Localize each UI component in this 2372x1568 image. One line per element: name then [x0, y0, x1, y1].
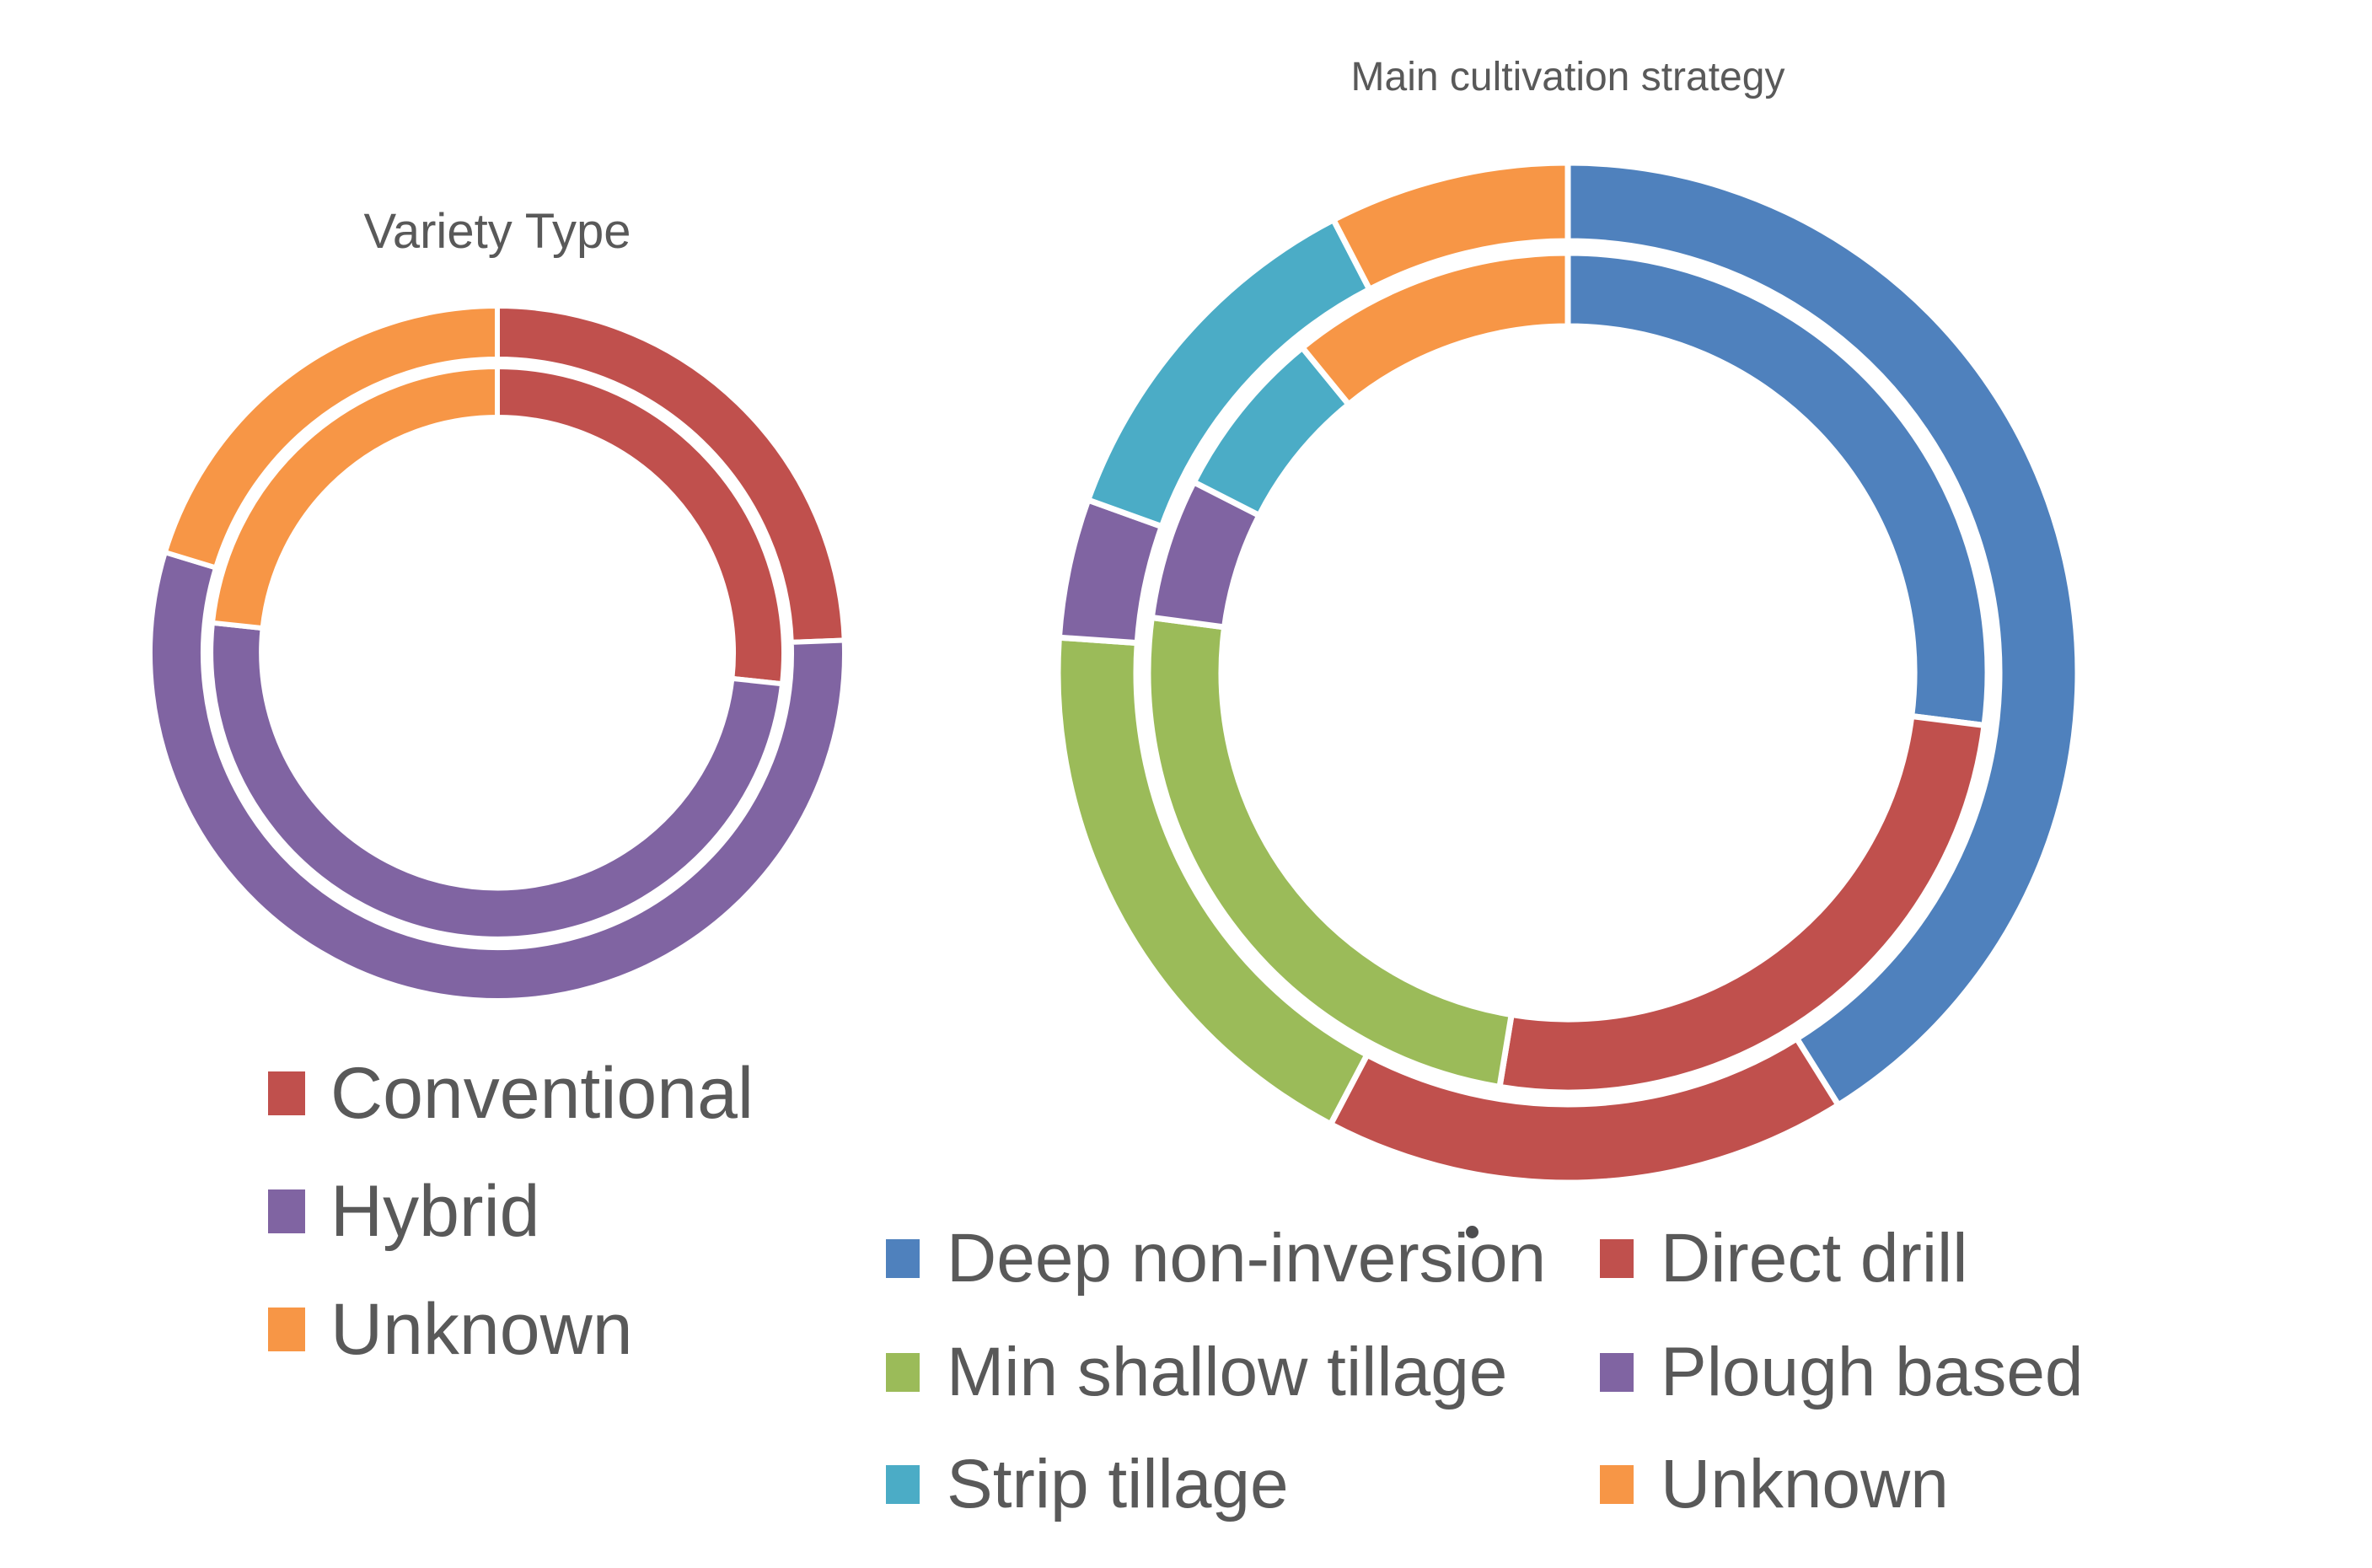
legend-item-conventional: Conventional	[268, 1034, 754, 1152]
cultivation-outer-segment-deep-non-inversion	[1564, 159, 2081, 1109]
legend-swatch-deep-non-inversion	[886, 1239, 920, 1278]
legend-item-plough-based: Plough based	[1600, 1316, 2084, 1429]
legend-label-plough-based: Plough based	[1661, 1334, 2084, 1410]
legend-swatch-direct-drill	[1600, 1239, 1634, 1278]
variety-donut	[148, 303, 847, 1003]
variety-outer-segment-unknown	[162, 303, 500, 571]
cultivation-inner-segment-unknown	[1299, 250, 1571, 408]
legend-label-unknown-variety: Unknown	[330, 1288, 633, 1370]
legend-item-deep-non-inversion: Deep non-inversion	[886, 1202, 1546, 1315]
legend-swatch-hybrid	[268, 1189, 305, 1233]
legend-label-deep-non-inversion: Deep non-inversion	[947, 1220, 1547, 1297]
legend-item-direct-drill: Direct drill	[1600, 1202, 1967, 1315]
legend-item-hybrid: Hybrid	[268, 1152, 540, 1270]
variety-chart-title: Variety Type	[363, 204, 631, 259]
legend-swatch-conventional	[268, 1071, 305, 1115]
variety-inner-segment-unknown	[209, 364, 500, 631]
variety-outer-segment-hybrid	[148, 550, 847, 1003]
legend-swatch-min-shallow-tillage	[886, 1353, 920, 1392]
legend-label-strip-tillage: Strip tillage	[947, 1446, 1289, 1522]
legend-item-unknown-variety: Unknown	[268, 1270, 633, 1388]
variety-inner-segment-hybrid	[208, 620, 786, 942]
legend-label-min-shallow-tillage: Min shallow tillage	[947, 1334, 1508, 1410]
legend-swatch-unknown-cultivation	[1600, 1465, 1634, 1504]
legend-swatch-unknown-variety	[268, 1308, 305, 1351]
legend-item-min-shallow-tillage: Min shallow tillage	[886, 1316, 1507, 1429]
legend-item-strip-tillage: Strip tillage	[886, 1428, 1289, 1541]
legend-item-unknown-cultivation: Unknown	[1600, 1428, 1949, 1541]
cultivation-outer-segment-unknown	[1330, 159, 1571, 293]
cultivation-donut	[1055, 159, 2081, 1186]
cultivation-chart-title: Main cultivation strategy	[1350, 55, 1785, 99]
legend-label-unknown-cultivation: Unknown	[1661, 1446, 1949, 1522]
legend-swatch-strip-tillage	[886, 1465, 920, 1504]
stray-dot	[1466, 1226, 1478, 1238]
legend-label-hybrid: Hybrid	[330, 1170, 540, 1252]
legend-swatch-plough-based	[1600, 1353, 1634, 1392]
legend-label-direct-drill: Direct drill	[1661, 1220, 1968, 1297]
legend-label-conventional: Conventional	[330, 1052, 754, 1134]
